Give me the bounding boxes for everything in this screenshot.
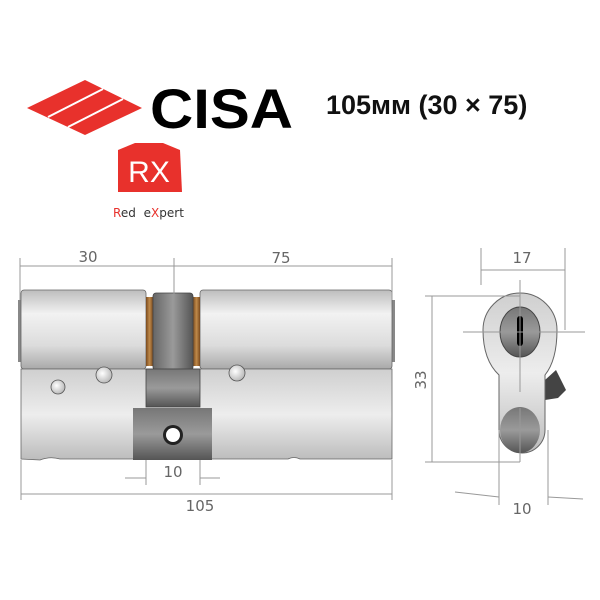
dim-bottom-label: 10 bbox=[512, 500, 531, 518]
cylinder-front-view bbox=[463, 280, 585, 462]
badge-subtitle: Red eXpert bbox=[113, 206, 184, 220]
brand-name: CISA bbox=[150, 77, 293, 140]
cisa-logo-icon bbox=[27, 80, 142, 135]
svg-text:RX: RX bbox=[128, 156, 170, 189]
dim-total-label: 105 bbox=[186, 497, 215, 515]
dim-width-label: 17 bbox=[512, 249, 531, 267]
product-title: 105мм (30 × 75) bbox=[326, 90, 527, 120]
red-expert-badge-icon: RX bbox=[118, 143, 182, 192]
cylinder-side-view bbox=[18, 289, 395, 461]
dim-left-label: 30 bbox=[78, 248, 97, 266]
dim-height-label: 33 bbox=[412, 370, 430, 389]
dimension-lines bbox=[19, 248, 584, 505]
dim-cam-label: 10 bbox=[163, 463, 182, 481]
dim-right-label: 75 bbox=[271, 249, 290, 267]
